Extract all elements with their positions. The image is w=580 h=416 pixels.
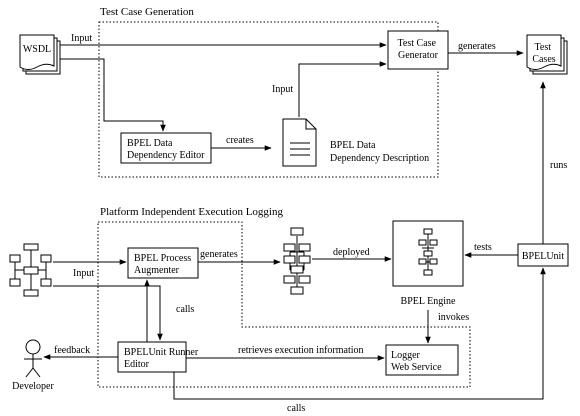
test-case-generator-box: Test Case Generator	[387, 30, 449, 70]
edge-label-calls-bpelunit: calls	[287, 403, 305, 414]
edge-label-generates-process: generates	[200, 249, 238, 260]
bpelunit-box: BPELUnit	[517, 243, 569, 267]
edge-label-retrieves: retrieves execution information	[238, 345, 364, 356]
developer-label: Developer	[12, 381, 54, 392]
wsdl-label: WSDL	[23, 44, 51, 55]
bpel-data-dependency-description-label: BPEL Data Dependency Description	[330, 140, 429, 164]
edge-label-deployed: deployed	[333, 247, 370, 258]
bpel-data-dependency-editor-label: BPEL Data Dependency Editor	[127, 138, 205, 161]
bpel-engine-box	[392, 220, 464, 287]
test-case-generation-title: Test Case Generation	[100, 6, 194, 18]
wsdl-document: WSDL	[19, 34, 61, 75]
edge-label-invokes: invokes	[438, 312, 469, 323]
edge-label-feedback: feedback	[54, 345, 90, 356]
bpelunit-runner-editor-box: BPELUnit Runner Editor	[117, 341, 201, 373]
execution-logging-title: Platform Independent Execution Logging	[100, 206, 283, 218]
execution-logging-section: Platform Independent Execution Logging	[97, 206, 471, 388]
augmented-process-icon	[283, 227, 311, 295]
developer-actor	[24, 339, 42, 378]
bpelunit-runner-editor-label: BPELUnit Runner Editor	[124, 347, 201, 370]
edge-description-to-generator	[298, 61, 387, 117]
edge-runner-to-bpelunit	[173, 267, 546, 400]
bpel-engine-label: BPEL Engine	[401, 296, 456, 307]
edge-process-to-runner-editor	[53, 285, 163, 341]
bpel-process-augmenter-box: BPEL Process Augmenter	[127, 247, 199, 279]
edge-label-input-description: Input	[272, 84, 293, 95]
test-cases-document: Test Cases	[526, 34, 568, 75]
edge-label-input-process: Input	[73, 268, 94, 279]
test-case-generator-label: Test Case Generator	[398, 38, 439, 61]
test-case-generation-section: Test Case Generation	[98, 6, 439, 178]
bpel-data-dependency-editor-box: BPEL Data Dependency Editor	[120, 132, 212, 164]
bpel-process-augmenter-label: BPEL Process Augmenter	[134, 253, 194, 276]
edge-label-creates: creates	[226, 135, 254, 146]
edge-label-runs: runs	[550, 160, 567, 171]
edge-label-input-wsdl: Input	[71, 33, 92, 44]
bpel-process-icon	[9, 243, 52, 297]
bpel-data-dependency-description-document	[282, 118, 317, 167]
test-cases-label: Test Cases	[532, 42, 555, 65]
edge-wsdl-to-dependency-editor	[60, 58, 166, 132]
logger-web-service-box: Logger Web Service	[385, 344, 459, 376]
logger-web-service-label: Logger Web Service	[391, 350, 442, 373]
edge-label-generates-tests: generates	[458, 41, 496, 52]
edge-label-tests: tests	[474, 242, 492, 253]
edge-label-calls-augmenter: calls	[176, 304, 194, 315]
bpelunit-label: BPELUnit	[522, 251, 564, 262]
